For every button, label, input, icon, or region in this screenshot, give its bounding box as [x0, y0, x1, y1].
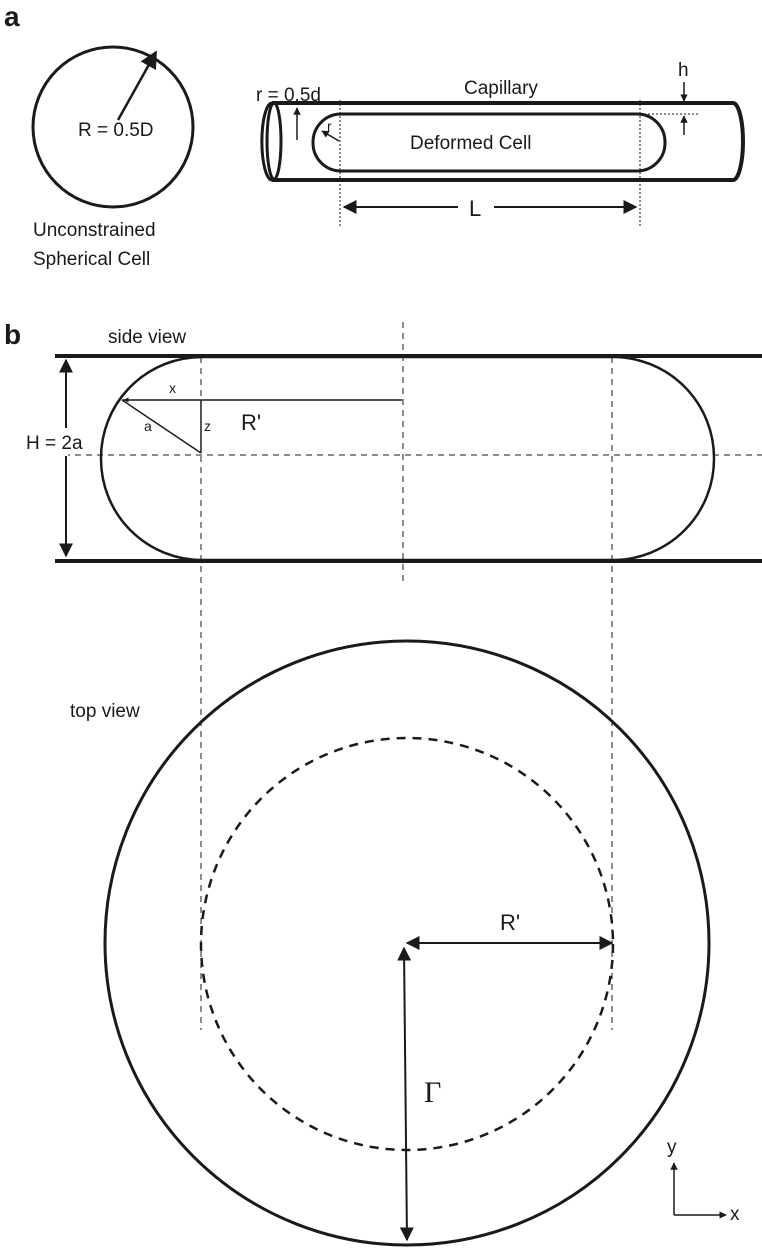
panel-a-label: a: [4, 1, 20, 32]
gamma-arrow: [397, 946, 414, 1242]
side-view-label: side view: [108, 327, 186, 348]
a-label: a: [144, 418, 152, 434]
capillary-label: Capillary: [464, 78, 538, 99]
rprime-top-label: R': [500, 910, 520, 935]
gap-label: h: [678, 60, 689, 81]
projection-guides: [42, 322, 762, 1030]
capillary-radius-label: r = 0.5d: [256, 85, 321, 106]
height-label-bg: [24, 428, 68, 456]
deformed-cell-shape: [311, 112, 667, 173]
cell-radius-label: r: [327, 118, 332, 134]
geometry-triangle: [121, 399, 402, 454]
unconstrained-cell-circle: [31, 45, 195, 209]
sphere-caption-line2: Spherical Cell: [33, 249, 150, 270]
cell-radius-arrow: [321, 130, 340, 142]
capillary-guides: [339, 100, 700, 226]
axis-y-label: y: [667, 1137, 677, 1158]
panel-b-label: b: [4, 319, 21, 350]
capillary-tube: [260, 101, 745, 182]
top-view-label: top view: [70, 701, 140, 722]
x-label: x: [169, 380, 176, 396]
gamma-label: Γ: [424, 1076, 441, 1109]
sphere-radius-arrow: [116, 50, 158, 121]
z-label: z: [204, 418, 211, 434]
side-view-cell: [99, 355, 716, 562]
panel-a: a R = 0.5D Unconstrained Spherical Cell …: [4, 1, 745, 270]
deformed-cell-label: Deformed Cell: [410, 133, 531, 154]
sphere-caption-line1: Unconstrained: [33, 220, 156, 241]
length-label: L: [469, 196, 481, 221]
panel-b: b side view H = 2a x a z R' top view: [4, 319, 762, 1247]
height-label: H = 2a: [26, 433, 83, 454]
axis-x-label: x: [730, 1204, 740, 1225]
length-label-bg: [458, 194, 494, 222]
rprime-side-label: R': [241, 410, 261, 435]
sphere-radius-label: R = 0.5D: [78, 120, 154, 141]
top-view-outer-circle: [103, 639, 711, 1247]
